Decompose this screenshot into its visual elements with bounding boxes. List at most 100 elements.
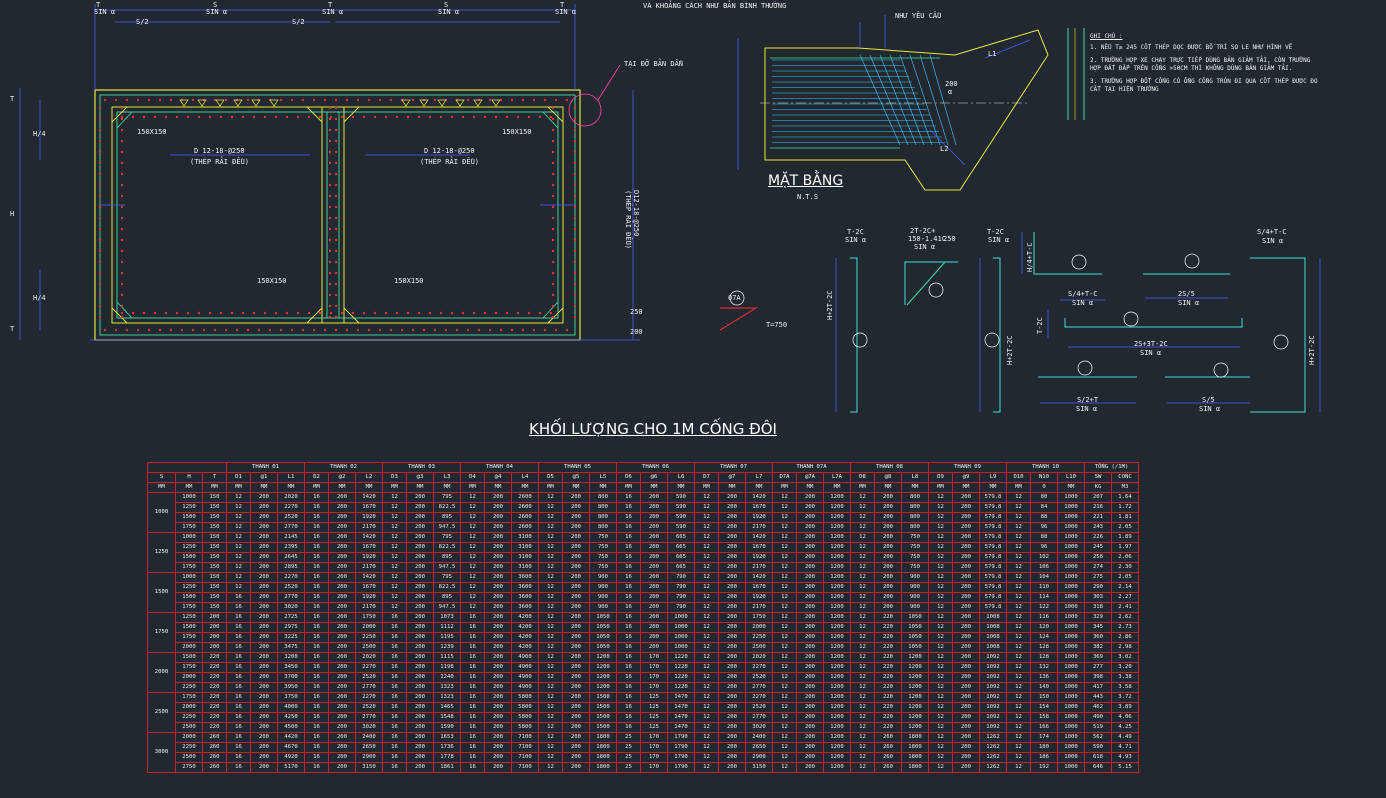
table-cell: 1750 (175, 602, 203, 613)
table-cell: 12 (928, 732, 953, 743)
table-cell: 2770 (277, 522, 305, 533)
table-cell: 106 (1030, 562, 1058, 573)
table-cell: 12 (772, 722, 797, 733)
table-cell: 226 (1084, 532, 1112, 543)
table-cell: 220 (874, 682, 902, 693)
table-cell: 1000 (1057, 672, 1085, 683)
rebar-dot (334, 249, 338, 253)
table-cell: 16 (226, 742, 251, 753)
table-cell: 12 (694, 522, 719, 533)
table-cell: 16 (226, 662, 251, 673)
table-cell: 5170 (277, 762, 305, 773)
table-cell: 12 (928, 722, 953, 733)
table-cell: 1790 (667, 732, 695, 743)
table-cell: 16 (616, 562, 641, 573)
table-cell: 16 (304, 542, 329, 553)
table-cell: 12 (460, 502, 485, 513)
unit-cell: MM (1057, 482, 1085, 493)
table-cell: 16 (616, 682, 641, 693)
label-sin-a-4: SIN α (438, 8, 460, 16)
rebar-dot (417, 115, 421, 119)
rebar-dot (499, 98, 503, 102)
table-cell: 3600 (511, 592, 539, 603)
table-cell: 2.27 (1111, 592, 1139, 603)
table-cell: 1200 (823, 632, 851, 643)
table-cell: 200 (406, 532, 434, 543)
table-cell: 200 (796, 742, 824, 753)
table-cell: 200 (406, 672, 434, 683)
table-cell: 200 (250, 642, 278, 653)
table-cell: 12 (1006, 672, 1031, 683)
table-cell: 795 (433, 492, 461, 503)
table-cell: 1200 (823, 712, 851, 723)
table-cell: 1050 (589, 612, 617, 623)
table-cell: 200 (328, 742, 356, 753)
table-cell: 12 (694, 752, 719, 763)
table-cell: 150 (1030, 692, 1058, 703)
label-t-top-right: T (560, 1, 565, 9)
table-cell: 2250 (175, 712, 203, 723)
rebar-dot (551, 150, 555, 154)
rebar-dot (114, 98, 118, 102)
unit-cell: MM (874, 482, 902, 493)
table-cell: 124 (1030, 632, 1058, 643)
rebar-dot (120, 150, 124, 154)
table-cell: 1736 (433, 742, 461, 753)
table-cell: 1008 (979, 632, 1007, 643)
table-cell: 2.98 (1111, 642, 1139, 653)
table-cell: 665 (667, 532, 695, 543)
rebar-dot (213, 328, 217, 332)
rebar-dot (279, 98, 283, 102)
table-cell: 750 (901, 542, 929, 553)
table-cell: 16 (226, 632, 251, 643)
rebar-dot (532, 328, 536, 332)
table-cell: 16 (304, 682, 329, 693)
table-cell: 12 (850, 642, 875, 653)
table-cell: 200 (952, 552, 980, 563)
table-cell: 12 (928, 522, 953, 533)
table-cell: 12 (850, 722, 875, 733)
rebar-dot (573, 227, 577, 231)
table-cell: 1750 (175, 522, 203, 533)
rebar-dot (395, 115, 399, 119)
rebar-dot (208, 115, 212, 119)
table-cell: 16 (382, 752, 407, 763)
unit-cell: MM (538, 482, 563, 493)
table-cell: 12 (538, 712, 563, 723)
unit-cell: MM (382, 482, 407, 493)
rebar-dot (191, 328, 195, 332)
table-cell: 1000 (1057, 562, 1085, 573)
rebar-dot (551, 205, 555, 209)
table-cell: 200 (874, 532, 902, 543)
table-cell: 1200 (823, 762, 851, 773)
table-cell: 12 (928, 622, 953, 633)
table-cell: 16 (460, 762, 485, 773)
rebar-dot (219, 115, 223, 119)
table-cell: 200 (250, 762, 278, 773)
rebar-dot (334, 161, 338, 165)
table-cell: 12 (928, 492, 953, 503)
table-cell: 12 (538, 742, 563, 753)
table-cell: 200 (562, 712, 590, 723)
rebar-dot (180, 328, 184, 332)
table-cell: 4900 (511, 682, 539, 693)
rebar-dot (334, 304, 338, 308)
table-cell: 579.8 (979, 592, 1007, 603)
table-cell: 750 (901, 552, 929, 563)
table-cell: 16 (616, 602, 641, 613)
table-cell: 3475 (277, 642, 305, 653)
column-header: D1 (226, 472, 251, 483)
table-cell: 1000 (1057, 532, 1085, 543)
rebar-dot (477, 328, 481, 332)
table-cell: 822.5 (433, 542, 461, 553)
table-cell: 2770 (355, 682, 383, 693)
table-cell: 114 (1030, 592, 1058, 603)
table-cell: 1670 (745, 582, 773, 593)
table-cell: 12 (694, 612, 719, 623)
table-cell: 200 (484, 522, 512, 533)
table-cell: 12 (772, 502, 797, 513)
table-cell: 260 (202, 762, 227, 773)
table-cell: 200 (328, 552, 356, 563)
